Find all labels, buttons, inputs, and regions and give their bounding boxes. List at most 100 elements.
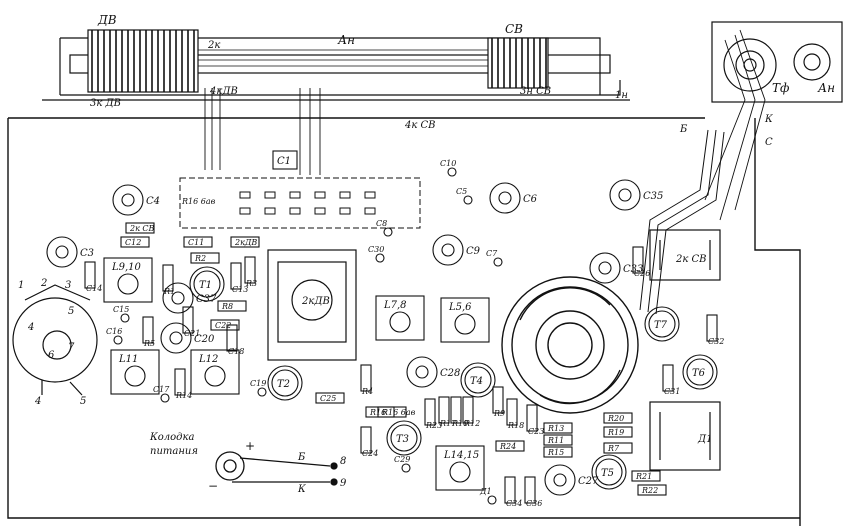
component-c13-label: C13 bbox=[232, 285, 248, 294]
component-l9 bbox=[103, 257, 153, 303]
label-power-k: К bbox=[297, 484, 306, 495]
component-c34-label: C34 bbox=[506, 499, 522, 508]
component-c27-core bbox=[553, 473, 567, 487]
component-r16s-label: R16 6ав bbox=[381, 408, 416, 417]
component-r20 bbox=[603, 412, 633, 424]
component-k2dv bbox=[230, 236, 260, 248]
component-c5-label: C5 bbox=[456, 187, 467, 196]
component-r15-label: R15 bbox=[547, 448, 564, 457]
component-t4 bbox=[460, 362, 496, 398]
component-c18-label: C18 bbox=[228, 347, 244, 356]
component-c3-core bbox=[55, 245, 69, 259]
component-r5-label: R5 bbox=[143, 339, 155, 348]
label-an-top: Ан bbox=[337, 33, 355, 47]
component-l1415-core bbox=[449, 461, 471, 483]
component-r8 bbox=[217, 300, 247, 312]
component-l11-label: L11 bbox=[118, 354, 138, 365]
component-c31 bbox=[662, 364, 674, 392]
component-c36-label: C36 bbox=[526, 499, 542, 508]
component-c17 bbox=[160, 393, 170, 403]
component-r23 bbox=[424, 398, 436, 426]
component-r21-label: R21 bbox=[635, 472, 652, 481]
switch-pin-6: 6 bbox=[48, 350, 55, 361]
component-r9 bbox=[492, 386, 504, 414]
component-c26-label: C26 bbox=[634, 269, 650, 278]
component-c37-label: C37 bbox=[196, 294, 217, 305]
speaker bbox=[501, 276, 639, 414]
component-c28 bbox=[406, 356, 438, 388]
component-c31-label: C31 bbox=[664, 387, 680, 396]
component-c23 bbox=[526, 404, 538, 432]
label-2k: 2к bbox=[207, 40, 220, 51]
component-c27-label: C27 bbox=[578, 476, 599, 487]
antenna-assembly bbox=[42, 29, 630, 175]
component-c33-core bbox=[598, 261, 612, 275]
component-c19 bbox=[257, 387, 267, 397]
component-l56-core bbox=[454, 313, 476, 335]
phone-jack-box bbox=[704, 21, 843, 221]
component-r19 bbox=[603, 426, 633, 438]
component-l78-label: L7,8 bbox=[383, 300, 407, 311]
component-c10 bbox=[447, 167, 457, 177]
component-r2-label: R2 bbox=[194, 254, 206, 263]
component-c20 bbox=[160, 322, 192, 354]
component-c15-label: C15 bbox=[113, 305, 129, 314]
component-r12-label: R12 bbox=[463, 419, 480, 428]
component-r4-label: R4 bbox=[361, 387, 373, 396]
switch-pin-2: 2 bbox=[40, 278, 47, 289]
component-t4-inner bbox=[464, 366, 492, 394]
component-c8 bbox=[383, 227, 393, 237]
component-d1-label: Д1 bbox=[479, 487, 492, 496]
label-tf: Тф bbox=[772, 81, 789, 95]
phone-cable bbox=[639, 129, 725, 315]
component-c37-core bbox=[171, 291, 185, 305]
component-t2-inner bbox=[271, 369, 299, 397]
component-c6-label: C6 bbox=[523, 194, 538, 205]
component-t3-inner bbox=[390, 424, 418, 452]
component-c20-core bbox=[169, 331, 183, 345]
component-t6-inner bbox=[686, 358, 714, 386]
component-c34 bbox=[504, 476, 516, 504]
component-l56-label: L5,6 bbox=[448, 302, 472, 313]
component-c3 bbox=[46, 236, 78, 268]
component-c4-label: C4 bbox=[146, 196, 160, 207]
component-c18 bbox=[226, 324, 238, 352]
component-c30 bbox=[375, 253, 385, 263]
component-r22-label: R22 bbox=[641, 486, 658, 495]
component-c3-label: C3 bbox=[80, 248, 94, 259]
component-c9-core bbox=[441, 243, 455, 257]
component-c16-label: C16 bbox=[106, 327, 122, 336]
label-3kdv: 3к ДВ bbox=[90, 98, 121, 109]
component-r12 bbox=[462, 396, 474, 424]
component-k2dv-label: 2кДВ bbox=[234, 238, 257, 247]
component-t2-label: T2 bbox=[277, 379, 290, 390]
component-c5 bbox=[463, 195, 473, 205]
label-power-1: Колодка bbox=[149, 432, 194, 443]
component-r17-label: R17 bbox=[439, 419, 457, 428]
label-power-plus: + bbox=[245, 439, 255, 453]
power-connector bbox=[215, 451, 338, 486]
component-t1 bbox=[189, 266, 225, 302]
component-r20-label: R20 bbox=[607, 414, 624, 423]
component-k2sv-label: 2к СВ bbox=[129, 224, 155, 233]
component-c30-label: C30 bbox=[368, 245, 384, 254]
component-c9 bbox=[432, 234, 464, 266]
board-outline bbox=[7, 117, 801, 526]
switch-pin-3: 3 bbox=[65, 280, 71, 291]
component-c14 bbox=[84, 261, 96, 289]
component-c35-label: C35 bbox=[643, 191, 663, 202]
component-k2sv bbox=[125, 222, 155, 234]
component-t4-label: T4 bbox=[470, 376, 483, 387]
component-c24 bbox=[360, 426, 372, 454]
component-r10 bbox=[450, 396, 462, 424]
component-c7-label: C7 bbox=[486, 249, 498, 258]
component-l11-core bbox=[124, 365, 146, 387]
component-r11 bbox=[543, 434, 573, 446]
component-r18-label: R18 bbox=[507, 421, 524, 430]
component-c29-label: C29 bbox=[394, 455, 410, 464]
band-switch bbox=[179, 177, 421, 229]
component-c11 bbox=[183, 236, 213, 248]
component-r24-label: R24 bbox=[499, 442, 516, 451]
component-c33-label: C33 bbox=[623, 264, 643, 275]
component-r1-label: R1 bbox=[163, 287, 175, 296]
